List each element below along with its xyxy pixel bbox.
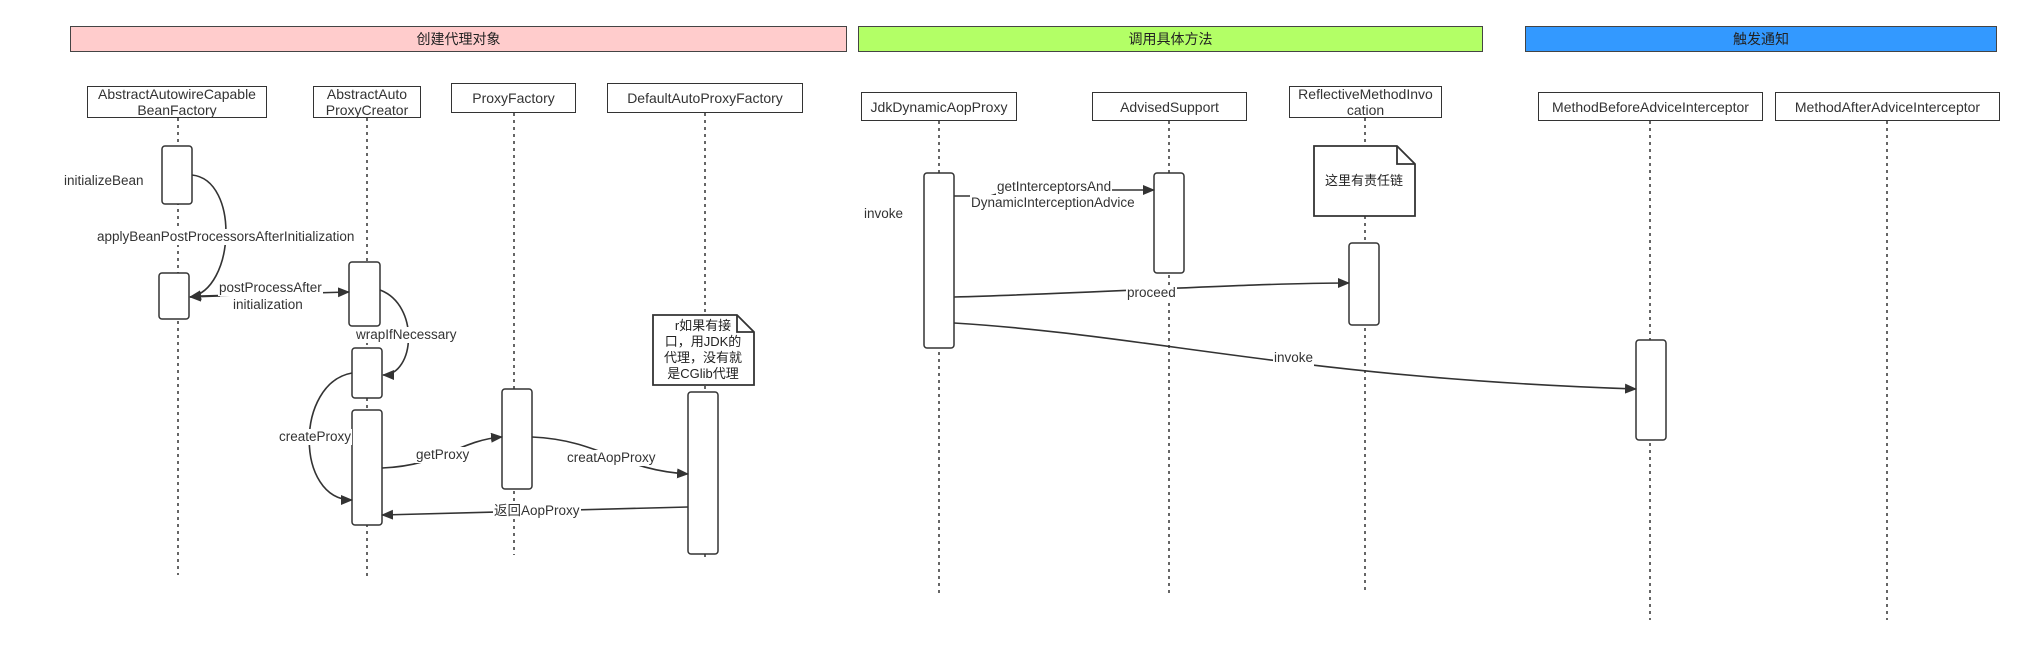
label-postprocess-line1: postProcessAfter bbox=[218, 280, 323, 296]
label-invoke-before: invoke bbox=[1273, 350, 1315, 366]
arrow-postprocess-back bbox=[189, 291, 221, 302]
phase-invoke-method: 调用具体方法 bbox=[858, 26, 1483, 52]
note-jdk-line1: r如果有接 bbox=[674, 318, 732, 333]
activation-reflective bbox=[1348, 242, 1380, 326]
note-jdk-cglib: r如果有接 口，用JDK的 代理，没有就 是CGlib代理 bbox=[655, 318, 751, 382]
activation-defaultautoproxyfactory bbox=[687, 391, 719, 555]
actor-jdkdynamicaopproxy: JdkDynamicAopProxy bbox=[861, 92, 1017, 121]
label-createproxy: createProxy bbox=[278, 429, 353, 445]
phase-create-proxy: 创建代理对象 bbox=[70, 26, 847, 52]
activation-proxyfactory bbox=[501, 388, 533, 490]
note-chain-line1: 这里有责任链 bbox=[1324, 173, 1403, 188]
arrow-invoke-before bbox=[953, 322, 1637, 394]
label-wrapifnecessary: wrapIfNecessary bbox=[355, 327, 458, 343]
note-shape-jdk bbox=[652, 314, 755, 386]
actor-beanfactory: AbstractAutowireCapable BeanFactory bbox=[87, 86, 267, 118]
note-jdk-line2: 口，用JDK的 bbox=[664, 334, 742, 349]
label-apply-bpp: applyBeanPostProcessorsAfterInitializati… bbox=[96, 229, 356, 245]
note-jdk-line3: 代理，没有就 bbox=[663, 350, 742, 365]
activation-creator-2 bbox=[351, 347, 383, 399]
actor-proxycreator: AbstractAuto ProxyCreator bbox=[313, 86, 421, 118]
activation-creator-1 bbox=[348, 261, 381, 327]
actor-afteradviceinterceptor: MethodAfterAdviceInterceptor bbox=[1775, 92, 2000, 121]
notes-shapes bbox=[652, 145, 1416, 386]
label-initializebean: initializeBean bbox=[63, 173, 145, 189]
note-shape-chain bbox=[1313, 145, 1416, 217]
actor-reflectivemethodinvocation: ReflectiveMethodInvo cation bbox=[1289, 86, 1442, 118]
label-postprocess-line2: initialization bbox=[232, 297, 304, 313]
note-fold-chain bbox=[1396, 146, 1415, 165]
note-chain: 这里有责任链 bbox=[1316, 173, 1412, 189]
note-jdk-line4: 是CGlib代理 bbox=[667, 366, 739, 381]
note-fold-jdk bbox=[736, 315, 754, 333]
label-return-aopproxy: 返回AopProxy bbox=[493, 503, 581, 519]
label-getproxy: getProxy bbox=[415, 447, 471, 463]
actor-proxyfactory: ProxyFactory bbox=[451, 83, 576, 113]
actor-advisedsupport: AdvisedSupport bbox=[1092, 92, 1247, 121]
message-arrows bbox=[189, 174, 1637, 520]
actor-beforeadviceinterceptor: MethodBeforeAdviceInterceptor bbox=[1538, 92, 1763, 121]
label-creataopproxy: creatAopProxy bbox=[566, 450, 657, 466]
phase-trigger-advice: 触发通知 bbox=[1525, 26, 1997, 52]
activation-creator-3 bbox=[351, 409, 383, 526]
label-proceed: proceed bbox=[1126, 285, 1177, 301]
activation-advisedsupport bbox=[1153, 172, 1185, 274]
activation-beforeadvice bbox=[1635, 339, 1667, 441]
label-getinterceptors-line1: getInterceptorsAnd bbox=[996, 179, 1113, 195]
label-invoke-self: invoke bbox=[863, 206, 905, 222]
actor-defaultautoproxyfactory: DefaultAutoProxyFactory bbox=[607, 83, 803, 113]
label-getinterceptors-line2: DynamicInterceptionAdvice bbox=[970, 195, 1136, 211]
activation-initializebean bbox=[161, 145, 193, 205]
activation-postprocess bbox=[158, 272, 190, 320]
activation-jdkproxy bbox=[923, 172, 955, 349]
activations bbox=[158, 145, 1667, 555]
